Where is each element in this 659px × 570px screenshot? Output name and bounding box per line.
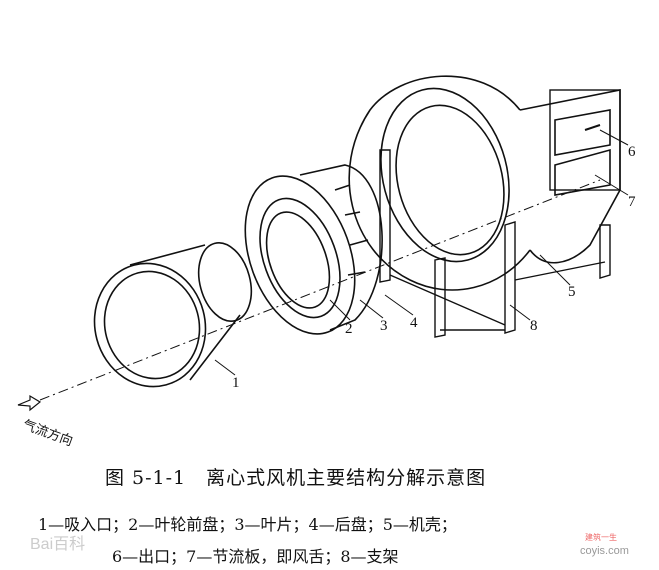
legend-line-2: 6—出口；7—节流板，即风舌；8—支架 [112, 547, 399, 566]
watermark-right: coyis.com [580, 545, 629, 557]
part-number-1: 1 [232, 375, 240, 391]
part-number-2: 2 [345, 321, 353, 337]
center-axis-line [39, 179, 601, 401]
support-frame [379, 149, 611, 338]
part-number-4: 4 [410, 315, 418, 331]
impeller [244, 164, 383, 335]
part-number-8: 8 [530, 318, 538, 334]
legend-line-1: 1—吸入口；2—叶轮前盘；3—叶片；4—后盘；5—机壳； [38, 515, 457, 534]
inlet-cone [93, 242, 253, 388]
fan-housing [348, 75, 621, 291]
leader-lines [214, 129, 629, 376]
watermark-left: Bai百科 [30, 536, 86, 553]
fan-exploded-diagram: 气流方向 1 2 3 4 5 6 7 8 [17, 75, 636, 449]
airflow-label: 气流方向 [21, 417, 75, 449]
figure-title: 图 5-1-1 离心式风机主要结构分解示意图 [105, 467, 487, 489]
part-number-6: 6 [628, 144, 636, 160]
part-number-7: 7 [628, 194, 636, 210]
airflow-arrow-icon [17, 394, 42, 412]
watermark-right-cn: 建筑一生 [585, 533, 617, 542]
part-number-3: 3 [380, 318, 388, 334]
part-number-5: 5 [568, 284, 576, 300]
